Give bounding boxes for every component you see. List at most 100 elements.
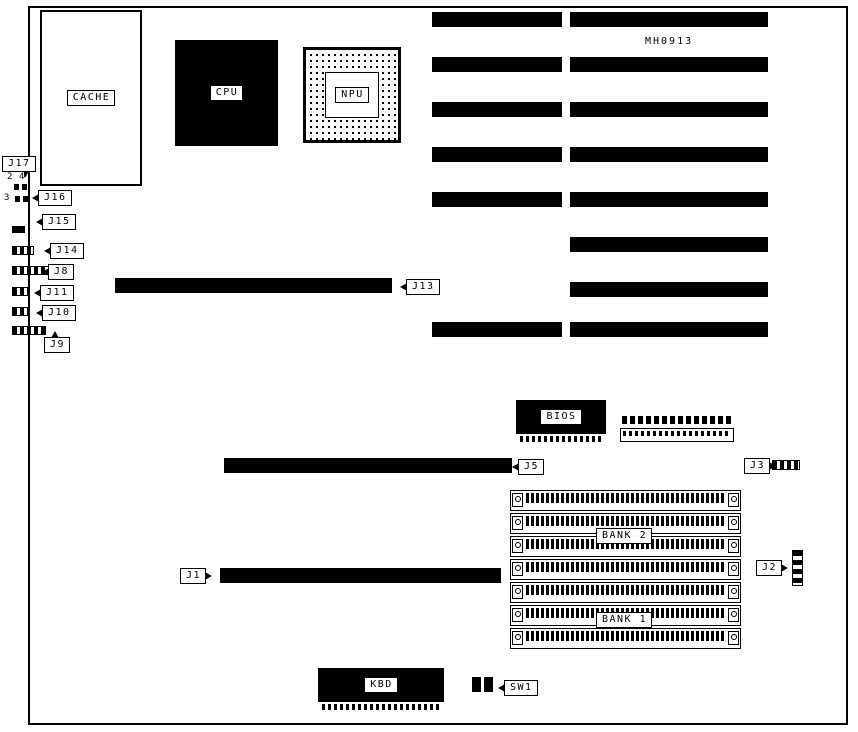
kbd-chip: KBD [318,668,444,702]
dip-pin-row [622,416,732,424]
isa-slot-segment [570,322,768,337]
isa-slot-segment [432,102,562,117]
isa-slot-segment [570,147,768,162]
pointer-icon [51,331,59,338]
connector-label-j8: J8 [42,264,75,280]
j13-slot [115,278,392,293]
simm-clip [728,539,739,553]
isa-slot-segment [570,102,768,117]
pointer-icon [781,564,789,572]
j3-pin-header [772,460,800,470]
npu-socket: NPU [303,47,401,143]
pointer-icon [21,171,29,178]
pointer-icon [42,268,49,276]
connector-label-j11: J11 [34,285,74,301]
isa-slot-segment [570,237,768,252]
isa-slot-segment [432,57,562,72]
bios-pins [520,436,602,442]
j16-pin-header [15,196,28,202]
simm-contacts [526,585,725,595]
simm-socket [510,559,741,580]
simm-socket [510,513,741,534]
pointer-icon [32,194,39,202]
pointer-icon [498,684,505,692]
isa-slot-segment [432,192,562,207]
isa-slot-segment [570,282,768,297]
pointer-icon [34,289,41,297]
simm-clip [728,585,739,599]
pointer-icon [44,247,51,255]
simm-clip [512,493,523,507]
simm-clip [512,585,523,599]
bank2-label: BANK 2 [596,528,653,544]
connector-label-j9: J9 [44,331,71,353]
isa-slot-segment [570,12,768,27]
j10-pin-header [12,307,29,316]
board-model-text: MH0913 [645,36,694,47]
simm-clip [512,539,523,553]
simm-clip [728,608,739,622]
connector-label-j17: J17 [2,156,36,178]
bios-chip: BIOS [516,400,606,434]
simm-clip [512,562,523,576]
board-outline [28,6,848,725]
simm-clip [728,562,739,576]
kbd-label: KBD [364,677,398,693]
connector-label-j10: J10 [36,305,76,321]
connector-label-j3: J3 [744,458,777,474]
simm-clip [728,631,739,645]
isa-slot-segment [432,12,562,27]
isa-slot-segment [432,322,562,337]
dip-socket [620,428,734,442]
j9-pin-header [12,326,46,335]
switch-label-sw1: SW1 [498,680,538,696]
pointer-icon [36,309,43,317]
j14-pin-header [12,246,34,255]
connector-label-j13: J13 [400,279,440,295]
j1-slot [220,568,501,583]
simm-contacts [526,562,725,572]
connector-label-j14: J14 [44,243,84,259]
simm-contacts [526,539,725,549]
connector-label-j1: J1 [180,568,213,584]
connector-label-j16: J16 [32,190,72,206]
simm-clip [512,631,523,645]
pointer-icon [36,218,43,226]
j11-pin-header [12,287,29,296]
pin-number-2: 2 [7,172,13,182]
cache-module: CACHE [40,10,142,186]
connector-label-j2: J2 [756,560,789,576]
pointer-icon [400,283,407,291]
bios-label: BIOS [540,409,582,425]
connector-label-j15: J15 [36,214,76,230]
sw1-switch-block [472,677,481,692]
j2-pin-header [792,550,803,586]
simm-clip [728,493,739,507]
cache-label: CACHE [66,90,116,106]
simm-socket [510,628,741,649]
simm-socket [510,582,741,603]
pin-number-3: 3 [4,193,10,203]
j15-connector [12,226,25,233]
simm-clip [512,608,523,622]
isa-slot-segment [432,147,562,162]
simm-contacts [526,631,725,641]
bank1-label: BANK 1 [596,612,653,628]
j5-slot [224,458,512,473]
kbd-pins [322,704,440,710]
sw1-switch-block [484,677,493,692]
pointer-icon [205,572,213,580]
pointer-icon [512,463,519,471]
simm-clip [728,516,739,530]
cpu-chip: CPU [175,40,278,146]
simm-contacts [526,516,725,526]
connector-label-j5: J5 [512,459,545,475]
simm-socket [510,490,741,511]
cpu-label: CPU [209,85,244,101]
isa-slot-segment [570,192,768,207]
j17-pin-header [14,184,27,190]
npu-label: NPU [335,87,369,103]
isa-slot-segment [570,57,768,72]
dip-socket-contacts [623,431,731,436]
